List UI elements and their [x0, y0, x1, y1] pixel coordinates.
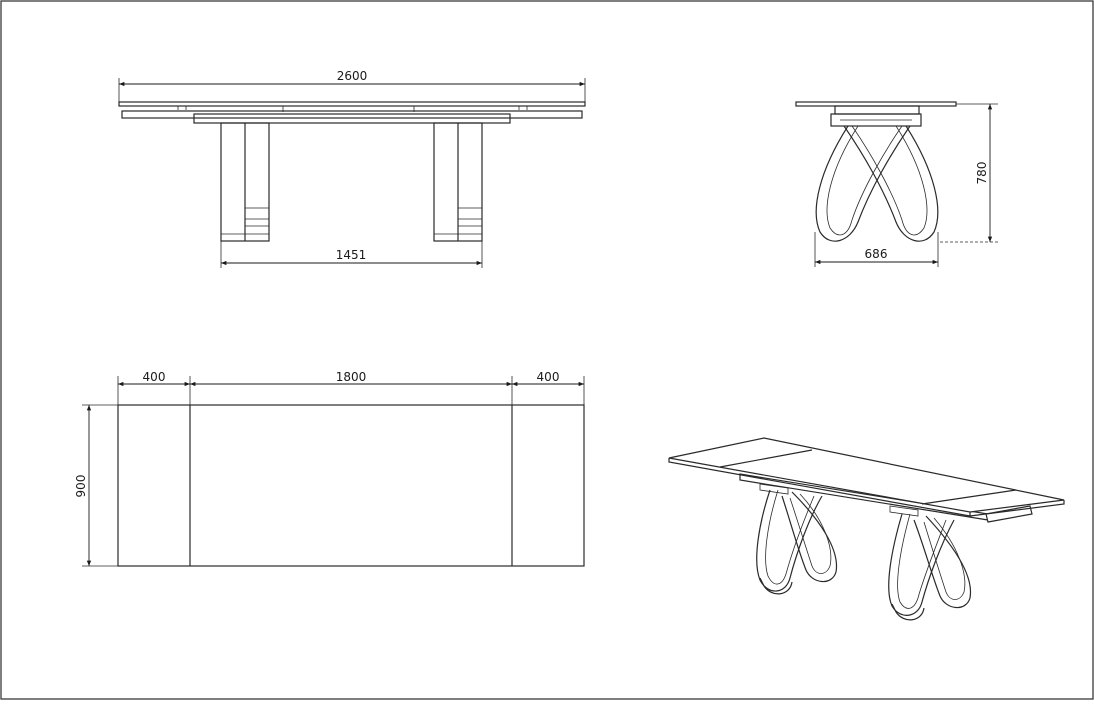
dimension-depth: 900: [74, 475, 88, 498]
front-view: 2600 1451: [118, 69, 586, 268]
side-view: 780 686: [795, 101, 998, 267]
front-tabletop: [118, 101, 586, 107]
dimension-left-leaf: 400: [143, 370, 166, 384]
front-right-leg: [433, 122, 483, 242]
top-outline: [117, 404, 585, 567]
iso-left-leg: [756, 489, 838, 595]
dimension-center-top: 1800: [336, 370, 367, 384]
front-apron: [193, 113, 511, 124]
top-view: 400 1800 400 900: [74, 370, 585, 567]
iso-right-leaf-seam: [921, 489, 1017, 505]
dimension-overall-width: 2600: [337, 69, 368, 83]
iso-right-leg: [888, 513, 972, 621]
dimension-height: 780: [975, 162, 989, 185]
iso-left-leaf-seam: [719, 449, 813, 468]
dimension-base-width: 686: [865, 247, 888, 261]
side-leg-loop-right: [843, 125, 939, 242]
front-left-leg: [220, 122, 270, 242]
front-extension-rail: [121, 110, 583, 119]
side-apron: [830, 113, 922, 127]
isometric-view: [668, 437, 1065, 621]
dimension-leg-span: 1451: [336, 248, 367, 262]
side-leg-loop-left: [815, 125, 911, 242]
dimension-right-leaf: 400: [537, 370, 560, 384]
